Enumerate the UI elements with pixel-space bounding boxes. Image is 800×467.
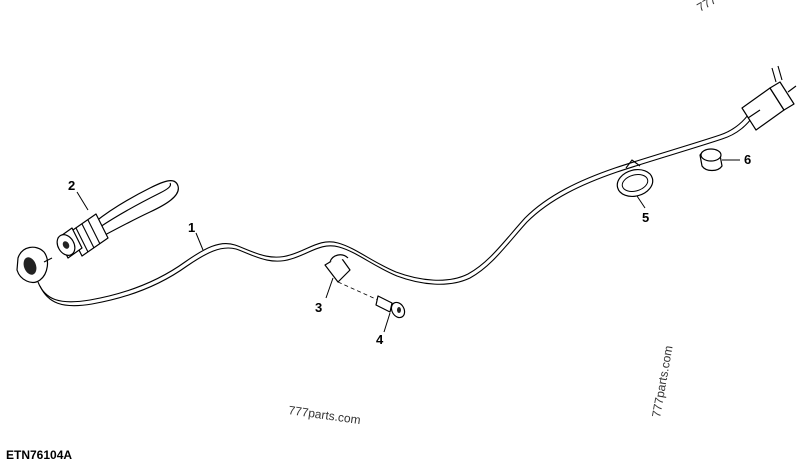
watermark-top-right: 777 — [695, 0, 720, 15]
watermark-bottom: 777parts.com — [288, 403, 362, 427]
screw — [375, 295, 406, 319]
clamp — [616, 159, 654, 197]
power-plug — [741, 65, 797, 131]
callout-5: 5 — [642, 210, 649, 225]
leader-lines — [76, 159, 740, 333]
callout-1: 1 — [188, 220, 195, 235]
figure-code: ETN76104A — [6, 448, 72, 462]
cord-end-connector — [16, 246, 53, 283]
clip — [324, 254, 379, 301]
heater-element — [56, 180, 179, 259]
callout-3: 3 — [315, 300, 322, 315]
callout-6: 6 — [744, 152, 751, 167]
callout-4: 4 — [376, 332, 384, 347]
cap — [699, 148, 723, 172]
watermark-right: 777parts.com — [649, 344, 675, 418]
power-cord — [37, 111, 754, 307]
callout-2: 2 — [68, 178, 75, 193]
